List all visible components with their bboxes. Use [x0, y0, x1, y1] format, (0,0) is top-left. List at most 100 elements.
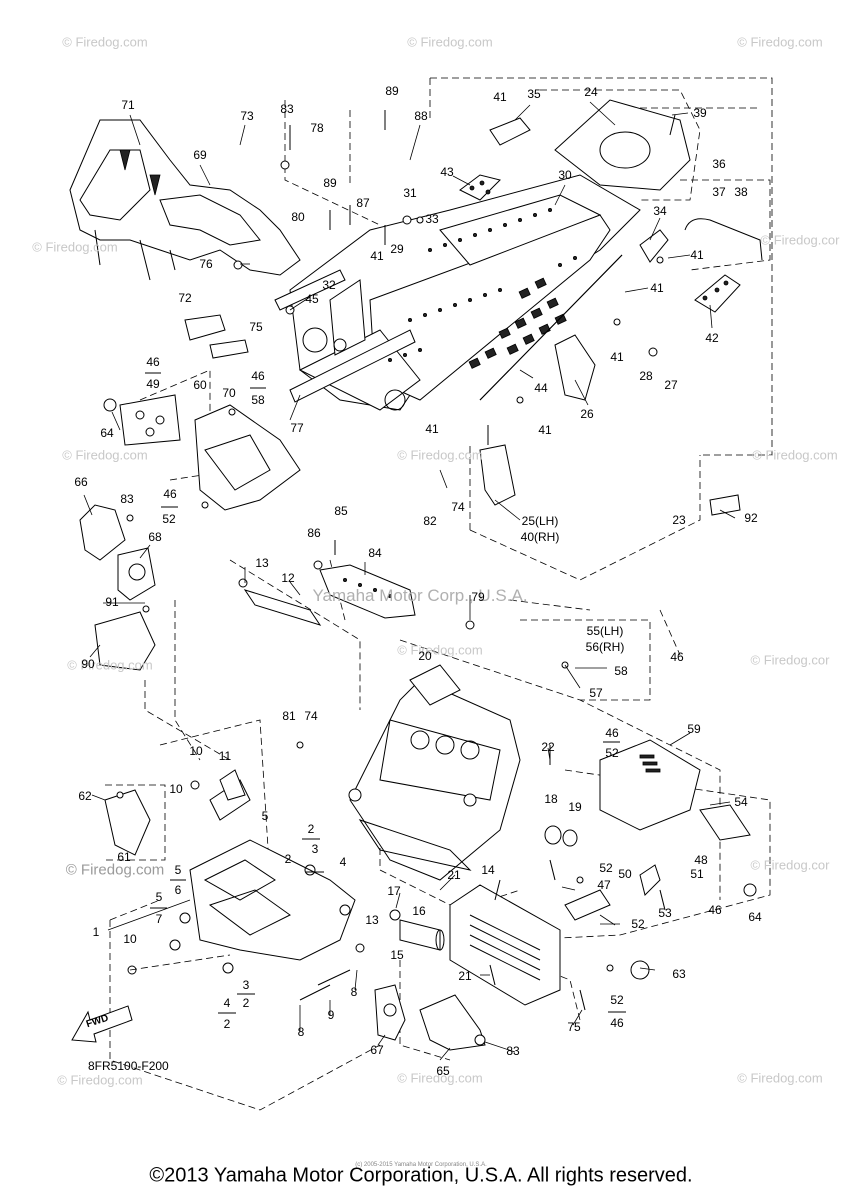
callout-label: 30 [558, 168, 572, 182]
callout-label: 83 [120, 492, 134, 506]
watermark-lower-center: © Firedog.com [397, 642, 483, 658]
callout-label: 7 [155, 912, 163, 926]
callout-label: 41 [690, 248, 704, 262]
callout-label: 47 [597, 878, 611, 892]
callout-label: 11 [218, 749, 232, 763]
watermark-bottom-right: © Firedog.com [737, 1070, 823, 1086]
callout-label: 43 [440, 165, 454, 179]
callout-label: 20 [418, 649, 432, 663]
callout-label: 61 [117, 850, 131, 864]
callout-label: 41 [538, 423, 552, 437]
watermark-top-right: © Firedog.com [737, 34, 823, 50]
callout-label: 69 [193, 148, 207, 162]
fwd-arrow-icon [71, 1005, 133, 1043]
callout-label: 46 [708, 903, 722, 917]
callout-label: 15 [390, 948, 404, 962]
callout-label: 24 [584, 85, 598, 99]
callout-label: 74 [451, 500, 465, 514]
callout-label: 92 [744, 511, 758, 525]
callout-leader-lines [83, 101, 736, 1061]
watermark-center-copyright: Yamaha Motor Corp., U.S.A. [312, 586, 528, 605]
callout-label: 67 [370, 1043, 384, 1057]
callout-label: 27 [664, 378, 678, 392]
callout-label: 48 [694, 853, 708, 867]
callout-label: 62 [78, 789, 92, 803]
watermark-top-center: © Firedog.com [407, 34, 493, 50]
callout-label: 58 [614, 664, 628, 678]
callout-label: 13 [365, 913, 379, 927]
callout-label: 64 [748, 910, 762, 924]
callout-label: 5 [261, 809, 269, 823]
callout-label: 5 [155, 890, 163, 904]
watermark-left-bold: © Firedog.com [65, 861, 165, 879]
callout-label: 5 [174, 863, 182, 877]
callout-label: 52 [631, 917, 645, 931]
callout-label: 21 [458, 969, 472, 983]
tiny-copyright-print: (c) 2005-2015 Yamaha Motor Corporation, … [355, 1162, 487, 1168]
callout-label: 60 [193, 378, 207, 392]
callout-label: 75 [567, 1020, 581, 1034]
callout-label: 41 [650, 281, 664, 295]
callout-label: 45 [305, 292, 319, 306]
brackets [243, 564, 416, 626]
callout-label: 89 [385, 84, 399, 98]
bottom-parts [374, 909, 486, 1051]
callout-label: 17 [387, 884, 401, 898]
callout-label: 18 [544, 792, 558, 806]
watermark-mid-right: © Firedog.com [752, 447, 838, 463]
callout-label: 10 [169, 782, 183, 796]
callout-label: 49 [146, 377, 160, 391]
callout-label: 19 [568, 800, 582, 814]
front-shroud [69, 119, 301, 281]
callout-label: 39 [693, 106, 707, 120]
callout-label: 10 [123, 932, 137, 946]
callout-label: 16 [412, 904, 426, 918]
callout-label: 13 [255, 556, 269, 570]
callout-label: 41 [610, 350, 624, 364]
callout-label: 68 [148, 530, 162, 544]
callout-label: 2 [307, 822, 315, 836]
callout-label: 26 [580, 407, 594, 421]
callout-label: 51 [690, 867, 704, 881]
callout-label: 44 [534, 381, 548, 395]
callout-label: 35 [527, 87, 541, 101]
callout-label: 36 [712, 157, 726, 171]
callout-label: 53 [658, 906, 672, 920]
watermark-top-left: © Firedog.com [62, 34, 148, 50]
callout-label: 3 [242, 978, 250, 992]
callout-label: 56(RH) [585, 640, 625, 654]
callout-label: 70 [222, 386, 236, 400]
callout-label: 41 [493, 90, 507, 104]
callout-label: 90 [81, 657, 95, 671]
callout-label: 29 [390, 242, 404, 256]
watermark-lower-left: © Firedog.com [67, 657, 153, 673]
callout-label: 54 [734, 795, 748, 809]
callout-label: 76 [199, 257, 213, 271]
lower-left-parts [79, 504, 156, 671]
callout-label: 78 [310, 121, 324, 135]
watermark-upper-right: © Firedog.cor [760, 232, 840, 248]
callout-label: 10 [189, 744, 203, 758]
callout-label: 89 [323, 176, 337, 190]
callout-label: 8 [350, 985, 358, 999]
callout-label: 22 [541, 740, 555, 754]
callout-label: 4 [223, 996, 231, 1010]
callout-label: 84 [368, 546, 382, 560]
callout-label: 65 [436, 1064, 450, 1078]
left-lower-frame [104, 769, 356, 1001]
tunnel-chassis-assembly [274, 174, 641, 411]
watermark-mid-left: © Firedog.com [62, 447, 148, 463]
callout-label: 52 [162, 512, 176, 526]
callout-label: 88 [414, 109, 428, 123]
callout-label: 46 [163, 487, 177, 501]
callout-label: 34 [653, 204, 667, 218]
lower-front-frame [348, 664, 521, 881]
callout-label: 31 [403, 186, 417, 200]
callout-label: 21 [447, 868, 461, 882]
callout-label: 46 [605, 726, 619, 740]
callout-label: 52 [605, 746, 619, 760]
callout-label: 38 [734, 185, 748, 199]
callout-label: 83 [506, 1044, 520, 1058]
callout-label: 87 [356, 196, 370, 210]
